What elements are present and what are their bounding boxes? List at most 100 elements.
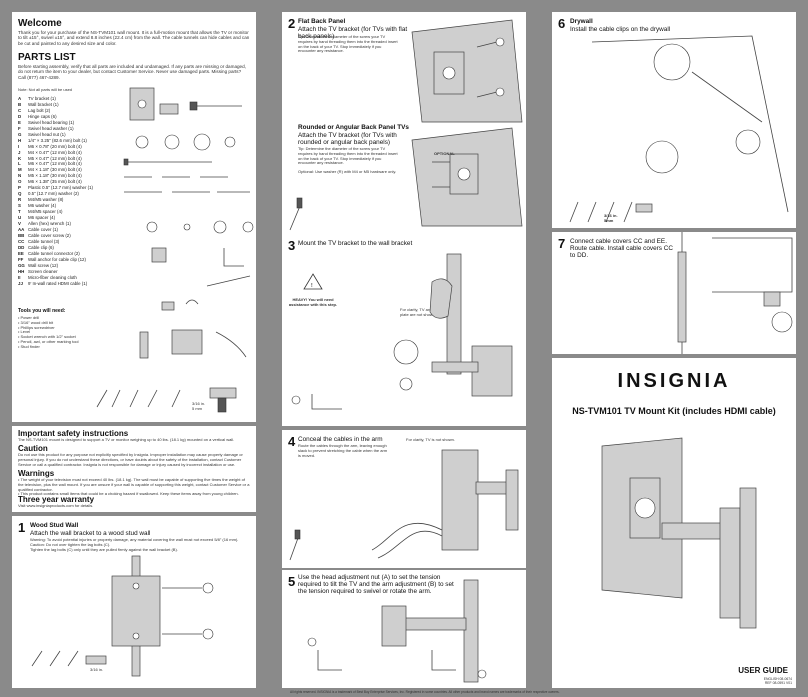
caution-text: Do not use this product for any purpose … [18,452,243,467]
part-name: Allen (hex) wrench (1) [28,221,71,227]
step3-illustration: ! [291,253,513,410]
safety-title: Important safety instructions [18,429,129,438]
step7-illustration [677,232,793,354]
step4-number: 4 [288,434,296,449]
step4-illustration [289,449,519,561]
step3-title: Mount the TV bracket to the wall bracket [298,240,413,247]
parts-list-item: C Lag bolt (2) [18,108,118,114]
step1-illustration [31,555,214,677]
part-id: FF [18,256,24,262]
step1-warning: Warning: To avoid potential injuries or … [30,537,239,542]
part-id: G [18,131,22,137]
cover-panel: INSIGNIA NS-TVM101 TV Mount Kit (include… [552,358,796,688]
product-title: NS-TVM101 TV Mount Kit (includes HDMI ca… [572,406,776,416]
tools-title: Tools you will need: [18,308,66,314]
part-id: I [18,143,20,149]
step4-title: Conceal the cables in the arm [298,436,383,443]
part-name: M4/M5 washer (8) [28,197,64,203]
step3-heavy: HEAVY! You will need assistance with thi… [288,297,338,307]
part-id: M [18,167,22,173]
part-name: Wall screw (12) [28,262,59,268]
caution-title: Caution [18,444,48,453]
step1-panel: 1 Wood Stud Wall Attach the wall bracket… [12,516,256,688]
part-name: Lag bolt (2) [28,107,51,113]
tool-item: • Level [18,329,31,335]
part-id: P [18,185,21,191]
part-id: R [18,197,22,203]
user-guide-label: USER GUIDE [738,666,788,675]
tools-list: • Power drill• 3/16" wood drill bit• Phi… [18,315,118,350]
step2-illustration [289,19,523,231]
part-name: M6 × 1.38" (35 mm) bolt (4) [28,179,82,185]
step2-tip: Tip: Determine the diameter of the screw… [298,34,398,54]
drill-bit-label: 3/16 in. 5 mm [192,401,206,411]
part-id: Q [18,191,22,197]
step4-clarity: For clarity, TV is not shown. [406,437,455,442]
part-id: JJ [18,280,23,286]
tool-item: • 3/16" wood drill bit [18,319,54,325]
part-id: L [18,161,21,167]
step2-tip2: Tip: Determine the diameter of the screw… [298,146,398,166]
tool-item: • Phillips screwdriver [18,324,55,330]
part-name: M6 washer (4) [28,203,57,209]
step4-panel: 4 Conceal the cables in the arm Route th… [282,430,526,568]
step6-subtitle: Install the cable clips on the drywall [570,26,671,33]
part-id: J [18,149,21,155]
svg-text:!: ! [311,283,313,289]
step4-text: Route the cables through the arm, leavin… [298,443,388,458]
part-id: C [18,107,22,113]
warnings-title: Warnings [18,469,55,478]
part-id: F [18,125,21,131]
part-id: S [18,203,21,209]
part-id: HH [18,268,25,274]
step6-title: Drywall [570,18,593,25]
part-name: M6 × 0.47" (12 mm) bolt (4) [28,161,82,167]
warranty-text: Visit www.insigniaproducts.com for detai… [18,503,94,508]
part-name: Swivel head nut (1) [28,131,66,137]
part-name: M5 × 1.18" (30 mm) bolt (4) [28,173,82,179]
step6-panel: 6 Drywall Install the cable clips on the… [552,12,796,228]
step7-number: 7 [558,236,566,251]
step1-subtitle: Attach the wall bracket to a wood stud w… [30,530,151,537]
part-name: TV bracket (1) [28,96,56,101]
warning-item: • This product contains small items that… [18,491,239,497]
part-name: Cable cover screw (2) [28,232,71,238]
step2-title: Flat Back Panel [298,18,346,25]
step1-caution: Caution: Do not over tighten the lag bol… [30,542,111,547]
warning-item: • The weight of your television must not… [18,477,250,492]
part-id: D [18,113,22,119]
parts-list-item: D Hinge caps (6) [18,114,118,120]
part-id: A [18,96,22,101]
step5-illustration [307,579,487,683]
step3-number: 3 [288,238,296,253]
warranty-title: Three year warranty [18,495,95,504]
part-name: Wall anchor for cable clip (12) [28,256,86,262]
part-name: Hinge caps (6) [28,113,57,119]
part-name: Swivel head washer (1) [28,125,74,131]
part-name: Cable tunnel connector (2) [28,250,80,256]
part-id: U [18,215,22,221]
parts-list-item: R M4/M5 washer (8) [18,197,118,203]
part-id: E [18,119,21,125]
part-name: Screen cleaner [28,268,58,274]
tool-item: • Stud finder [18,343,40,349]
parts-list-item: L M6 × 0.47" (12 mm) bolt (4) [18,161,118,167]
safety-text: The NS-TVM101 mount is designed to suppo… [18,437,235,442]
part-name: Wall bracket (1) [28,101,59,107]
welcome-text: Thank you for your purchase of the NS-TV… [18,30,250,46]
